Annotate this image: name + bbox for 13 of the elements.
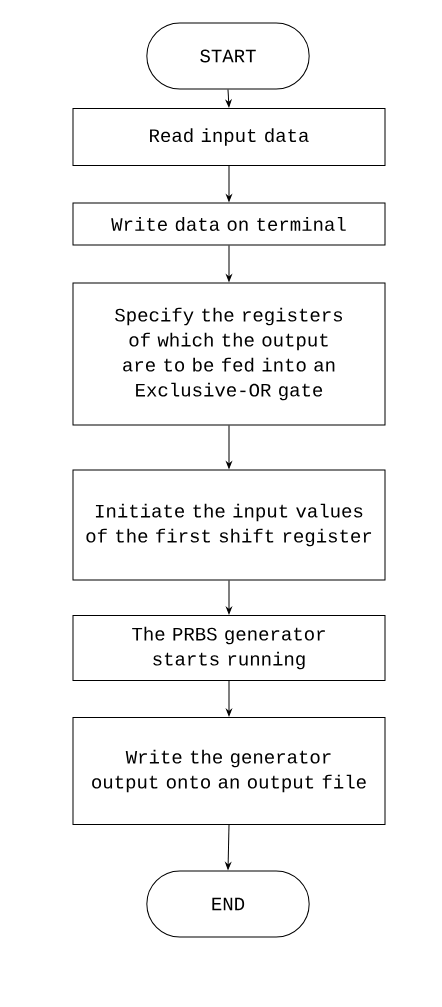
arrow [225,824,232,870]
process-box: Specify the registers of which the output are to be fed into an Exclusive-OR gate [72,282,386,426]
process-box: Write data on terminal [72,202,386,246]
arrow [226,245,232,282]
arrow [226,165,232,202]
arrow [225,89,232,108]
arrow [226,580,232,615]
process-box: Write the generator output onto an output file [72,717,386,825]
arrow [226,425,232,469]
process-box: The PRBS generator starts running [72,615,386,681]
arrow [226,680,232,717]
process-box: Read input data [72,108,386,166]
process-box: Initiate the input values of the first shift register [72,469,386,581]
